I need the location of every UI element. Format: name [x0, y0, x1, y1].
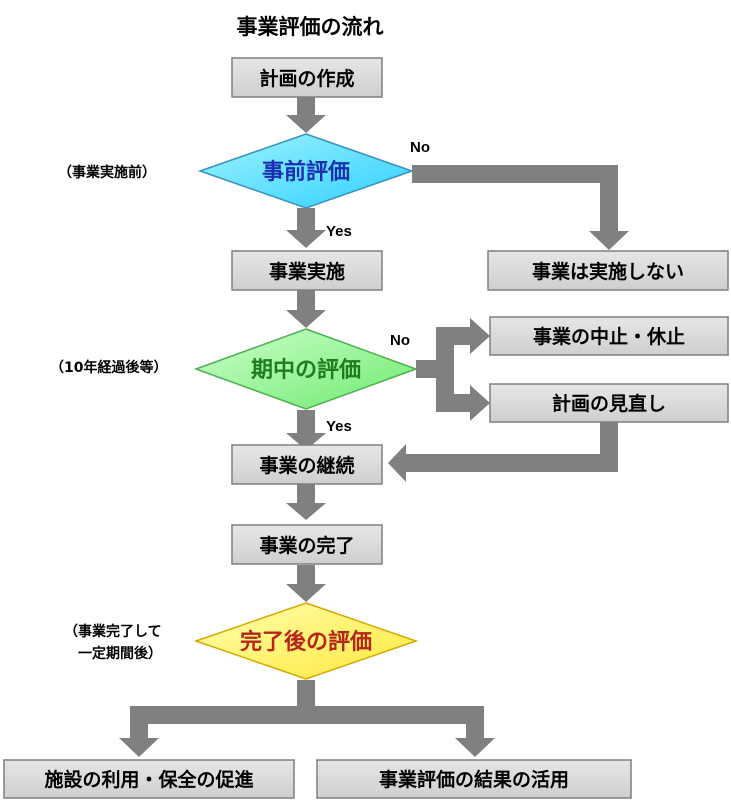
connectors	[119, 97, 629, 757]
pre-eval-no-label: No	[410, 139, 430, 156]
decision-post-eval: 完了後の評価	[193, 602, 419, 680]
arrow-implement-to-mid-eval	[286, 310, 326, 328]
decision-pre-eval: 事前評価	[197, 133, 415, 209]
box-review: 計画の見直し	[489, 383, 729, 423]
page-title: 事業評価の流れ	[237, 15, 384, 39]
box-no-implement-label: 事業は実施しない	[532, 260, 684, 283]
arrow-pre-eval-no	[412, 165, 618, 183]
decision-mid-eval: 期中の評価	[193, 328, 419, 410]
box-promote: 施設の利用・保全の促進	[3, 759, 295, 799]
mid-eval-no-label: No	[390, 332, 410, 349]
box-utilize: 事業評価の結果の活用	[316, 759, 632, 799]
arrow-pre-eval-yes	[286, 230, 326, 248]
side-label-mid: （10年経過後等）	[50, 359, 167, 376]
box-stop-label: 事業の中止・休止	[533, 325, 685, 348]
side-label-post-line2: 一定期間後）	[78, 645, 162, 662]
box-implement: 事業実施	[231, 250, 383, 291]
arrow-complete-to-post-eval	[286, 584, 326, 602]
box-continue: 事業の継続	[231, 444, 383, 485]
box-stop: 事業の中止・休止	[489, 316, 729, 356]
box-promote-label: 施設の利用・保全の促進	[44, 768, 253, 791]
box-continue-label: 事業の継続	[259, 454, 354, 477]
arrow-continue-to-complete	[286, 503, 326, 520]
box-review-label: 計画の見直し	[552, 392, 666, 415]
mid-eval-yes-label: Yes	[326, 418, 352, 435]
side-label-post-line1: （事業完了して	[64, 623, 162, 640]
box-no-implement: 事業は実施しない	[487, 250, 729, 291]
box-utilize-label: 事業評価の結果の活用	[379, 768, 569, 791]
decision-pre-eval-label: 事前評価	[262, 159, 350, 185]
box-complete-label: 事業の完了	[259, 534, 354, 557]
box-plan: 計画の作成	[231, 57, 383, 98]
side-label-pre: （事業実施前）	[58, 164, 156, 181]
box-complete: 事業の完了	[231, 524, 383, 565]
decision-mid-eval-label: 期中の評価	[251, 357, 361, 383]
decision-post-eval-label: 完了後の評価	[240, 629, 372, 655]
box-plan-label: 計画の作成	[259, 67, 354, 90]
pre-eval-yes-label: Yes	[326, 223, 352, 240]
box-implement-label: 事業実施	[269, 260, 345, 283]
arrow-mid-eval-yes	[286, 433, 326, 450]
arrow-plan-to-pre-eval	[297, 97, 315, 115]
